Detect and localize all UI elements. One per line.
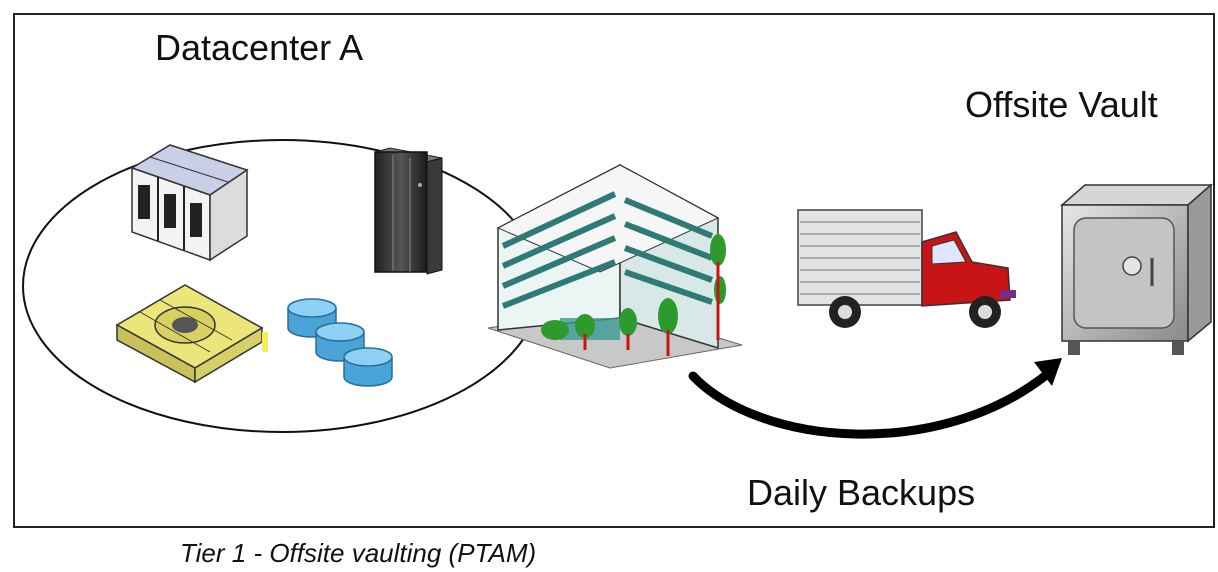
arrow-head [1034,358,1062,386]
mainframe-icon [130,144,249,262]
flow-label: Daily Backups [747,472,976,513]
tape-drive-icon [115,284,268,384]
delivery-truck-icon [797,209,1016,328]
figure-caption: Tier 1 - Offsite vaulting (PTAM) [180,538,537,568]
datacenter-title: Datacenter A [155,27,364,68]
diagram-frame [13,13,1215,528]
office-building-icon [487,163,743,369]
flow-arrow-icon [688,367,1055,439]
vault-safe-icon [1059,183,1214,355]
server-rack-icon [374,147,443,275]
datacenter-boundary [22,139,542,433]
offsite-vault-title: Offsite Vault [965,84,1158,125]
disk-stack-icon [287,298,393,387]
